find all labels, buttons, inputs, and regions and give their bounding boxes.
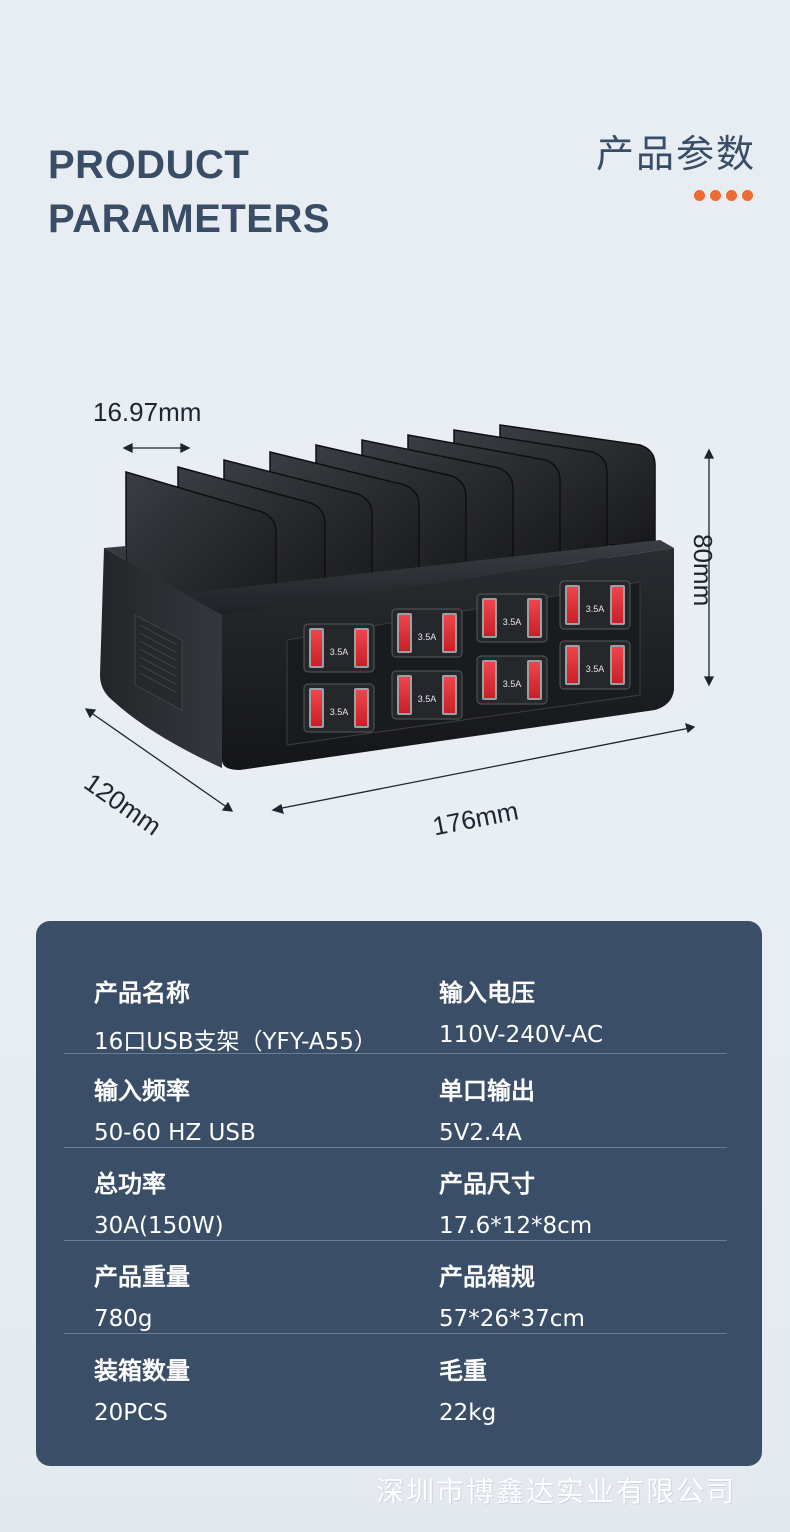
dimension-lines xyxy=(84,442,715,814)
spec-label: 产品重量 xyxy=(94,1263,190,1291)
usb-port-pair: 3.5A xyxy=(303,623,375,673)
spec-label: 装箱数量 xyxy=(94,1357,190,1385)
phone-dividers xyxy=(125,424,656,626)
usb-port-pair: 3.5A xyxy=(391,670,463,720)
dot xyxy=(742,190,753,201)
title-line-2: PARAMETERS xyxy=(48,197,331,241)
spec-value: 30A(150W) xyxy=(94,1213,224,1239)
spec-item: 单口输出 5V2.4A xyxy=(439,1071,535,1146)
side-vent xyxy=(134,614,183,711)
usb-port-pair: 3.5A xyxy=(476,593,548,643)
row-divider xyxy=(64,1240,727,1241)
spec-item: 产品箱规 57*26*37cm xyxy=(439,1257,585,1332)
port-current-label: 3.5A xyxy=(330,647,349,657)
spec-item: 产品名称 16口USB支架（YFY-A55） xyxy=(94,973,377,1056)
usb-port-pair: 3.5A xyxy=(303,683,375,733)
spec-item: 装箱数量 20PCS xyxy=(94,1351,190,1426)
spec-item: 产品重量 780g xyxy=(94,1257,190,1332)
spec-item: 总功率 30A(150W) xyxy=(94,1164,224,1239)
spec-label: 产品名称 xyxy=(94,979,190,1007)
spec-value: 780g xyxy=(94,1306,153,1332)
spec-panel: 产品名称 16口USB支架（YFY-A55） 输入电压 110V-240V-AC 输入频… xyxy=(36,921,762,1466)
usb-port-pair: 3.5A xyxy=(476,655,548,705)
title-line-1: PRODUCT xyxy=(48,143,250,187)
spec-value: 5V2.4A xyxy=(439,1120,522,1146)
dimension-height: 80mm xyxy=(688,534,718,607)
port-current-label: 3.5A xyxy=(586,664,605,674)
port-current-label: 3.5A xyxy=(503,679,522,689)
spec-label: 产品尺寸 xyxy=(439,1170,535,1198)
spec-label: 总功率 xyxy=(94,1170,166,1198)
spec-value: 20PCS xyxy=(94,1400,168,1426)
spec-value: 22kg xyxy=(439,1400,497,1426)
row-divider xyxy=(64,1147,727,1148)
row-divider xyxy=(64,1053,727,1054)
dot xyxy=(726,190,737,201)
port-current-label: 3.5A xyxy=(586,604,605,614)
spec-label: 毛重 xyxy=(439,1357,487,1385)
spec-label: 产品箱规 xyxy=(439,1263,535,1291)
spec-label: 输入电压 xyxy=(439,979,535,1007)
usb-ports: 3.5A 3.5A 3.5A 3.5A 3.5A 3.5A 3.5A 3.5A xyxy=(303,580,631,733)
dot xyxy=(694,190,705,201)
port-current-label: 3.5A xyxy=(503,617,522,627)
port-current-label: 3.5A xyxy=(418,694,437,704)
page-title: PRODUCT PARAMETERS xyxy=(48,138,330,246)
spec-value: 110V-240V-AC xyxy=(439,1022,604,1048)
spec-value: 50-60 HZ USB xyxy=(94,1120,256,1146)
spec-label: 单口输出 xyxy=(439,1077,535,1105)
page-title-chinese: 产品参数 xyxy=(595,132,756,176)
row-divider xyxy=(64,1333,727,1334)
usb-port-pair: 3.5A xyxy=(559,640,631,690)
spec-label: 输入频率 xyxy=(94,1077,190,1105)
dot xyxy=(710,190,721,201)
spec-value: 17.6*12*8cm xyxy=(439,1213,593,1239)
spec-item: 毛重 22kg xyxy=(439,1351,496,1426)
port-current-label: 3.5A xyxy=(330,707,349,717)
company-watermark: 深圳市博鑫达实业有限公司 xyxy=(376,1475,737,1508)
spec-item: 输入频率 50-60 HZ USB xyxy=(94,1071,256,1146)
port-current-label: 3.5A xyxy=(418,632,437,642)
usb-port-pair: 3.5A xyxy=(559,580,631,630)
usb-port-pair: 3.5A xyxy=(391,608,463,658)
spec-value: 16口USB支架（YFY-A55） xyxy=(94,1029,377,1055)
spec-value: 57*26*37cm xyxy=(439,1306,585,1332)
decorative-dots xyxy=(694,190,753,201)
spec-item: 产品尺寸 17.6*12*8cm xyxy=(439,1164,592,1239)
dimension-slot-spacing: 16.97mm xyxy=(93,397,202,427)
product-image: 3.5A 3.5A 3.5A 3.5A 3.5A 3.5A 3.5A 3.5A xyxy=(84,424,715,814)
spec-item: 输入电压 110V-240V-AC xyxy=(439,973,603,1048)
